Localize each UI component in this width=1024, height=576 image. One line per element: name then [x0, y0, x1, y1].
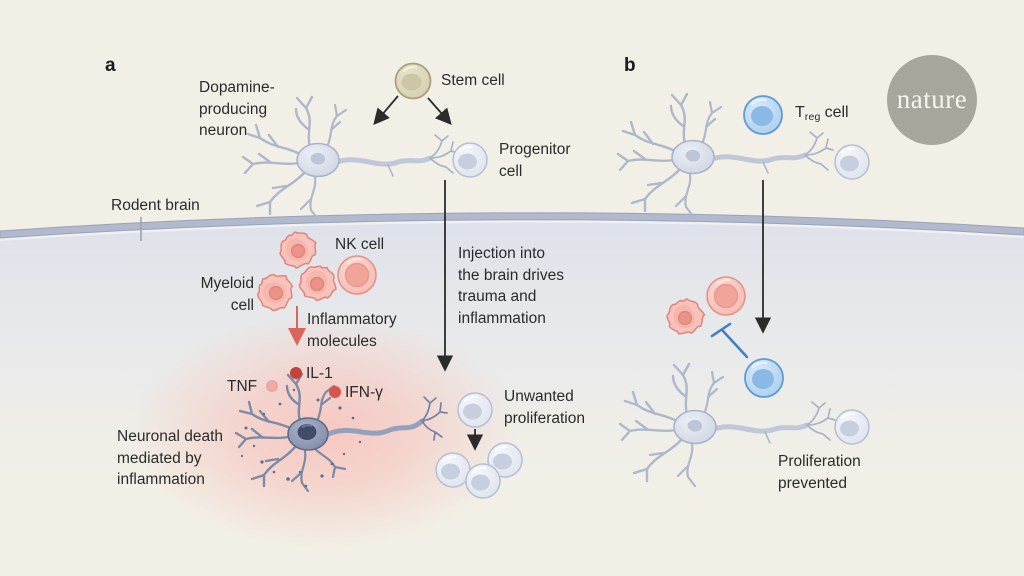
arrow-stem-to-progenitor: [427, 97, 452, 126]
arrow-stem-to-neuron: [373, 95, 399, 126]
rodent-brain-label: Rodent brain: [111, 197, 200, 214]
proliferating-cell-icon: [464, 462, 502, 500]
inflammatory-molecules-label: Inflammatory molecules: [307, 311, 397, 350]
neuronal-death-label: Neuronal death mediated by inflammation: [117, 428, 223, 488]
treg-prefix: T: [795, 104, 805, 121]
treg-suffix: cell: [824, 104, 849, 121]
panel-b-label: b: [624, 55, 636, 76]
treg-cell-icon: [742, 94, 784, 136]
nature-logo: nature: [887, 55, 977, 145]
il1-label: IL-1: [306, 365, 333, 382]
brain-surface-band: [0, 212, 1024, 239]
proliferating-cell-icon: [456, 391, 494, 429]
myeloid-cell-label: Myeloid cell: [200, 275, 254, 314]
gray-cell-icon: [833, 408, 871, 446]
brain-surface-highlight: [0, 220, 1024, 241]
nature-logo-text: nature: [896, 83, 968, 114]
tnf-molecule-dot: [266, 380, 278, 392]
tnf-label: TNF: [227, 378, 258, 395]
gray-cell-icon: [833, 143, 871, 181]
treg-subscript: reg: [804, 111, 821, 123]
dopamine-neuron-icon: [243, 97, 458, 219]
nk-cell-icon: [336, 254, 378, 296]
panel-a-label: a: [105, 55, 116, 76]
dopamine-neuron-label: Dopamine- producing neuron: [199, 79, 275, 139]
stem-cell-icon: [394, 62, 432, 100]
nk-cell-icon: [705, 275, 747, 317]
nk-cell-label: NK cell: [335, 236, 385, 253]
il1-molecule-dot: [290, 367, 302, 379]
proliferation-prevented-label: Proliferation prevented: [778, 453, 861, 492]
progenitor-cell-label: Progenitor cell: [499, 141, 571, 180]
stem-cell-label: Stem cell: [441, 72, 505, 89]
ifng-molecule-dot: [329, 386, 341, 398]
treg-cell-in-brain-icon: [743, 357, 785, 399]
progenitor-cell-icon: [451, 141, 489, 179]
unwanted-proliferation-label: Unwanted proliferation: [504, 388, 585, 427]
inhibition-arrow: [710, 322, 749, 359]
proliferating-cell-icon: [434, 451, 472, 489]
ifng-label: IFN-γ: [345, 384, 383, 401]
injection-label: Injection into the brain drives trauma a…: [458, 245, 564, 327]
